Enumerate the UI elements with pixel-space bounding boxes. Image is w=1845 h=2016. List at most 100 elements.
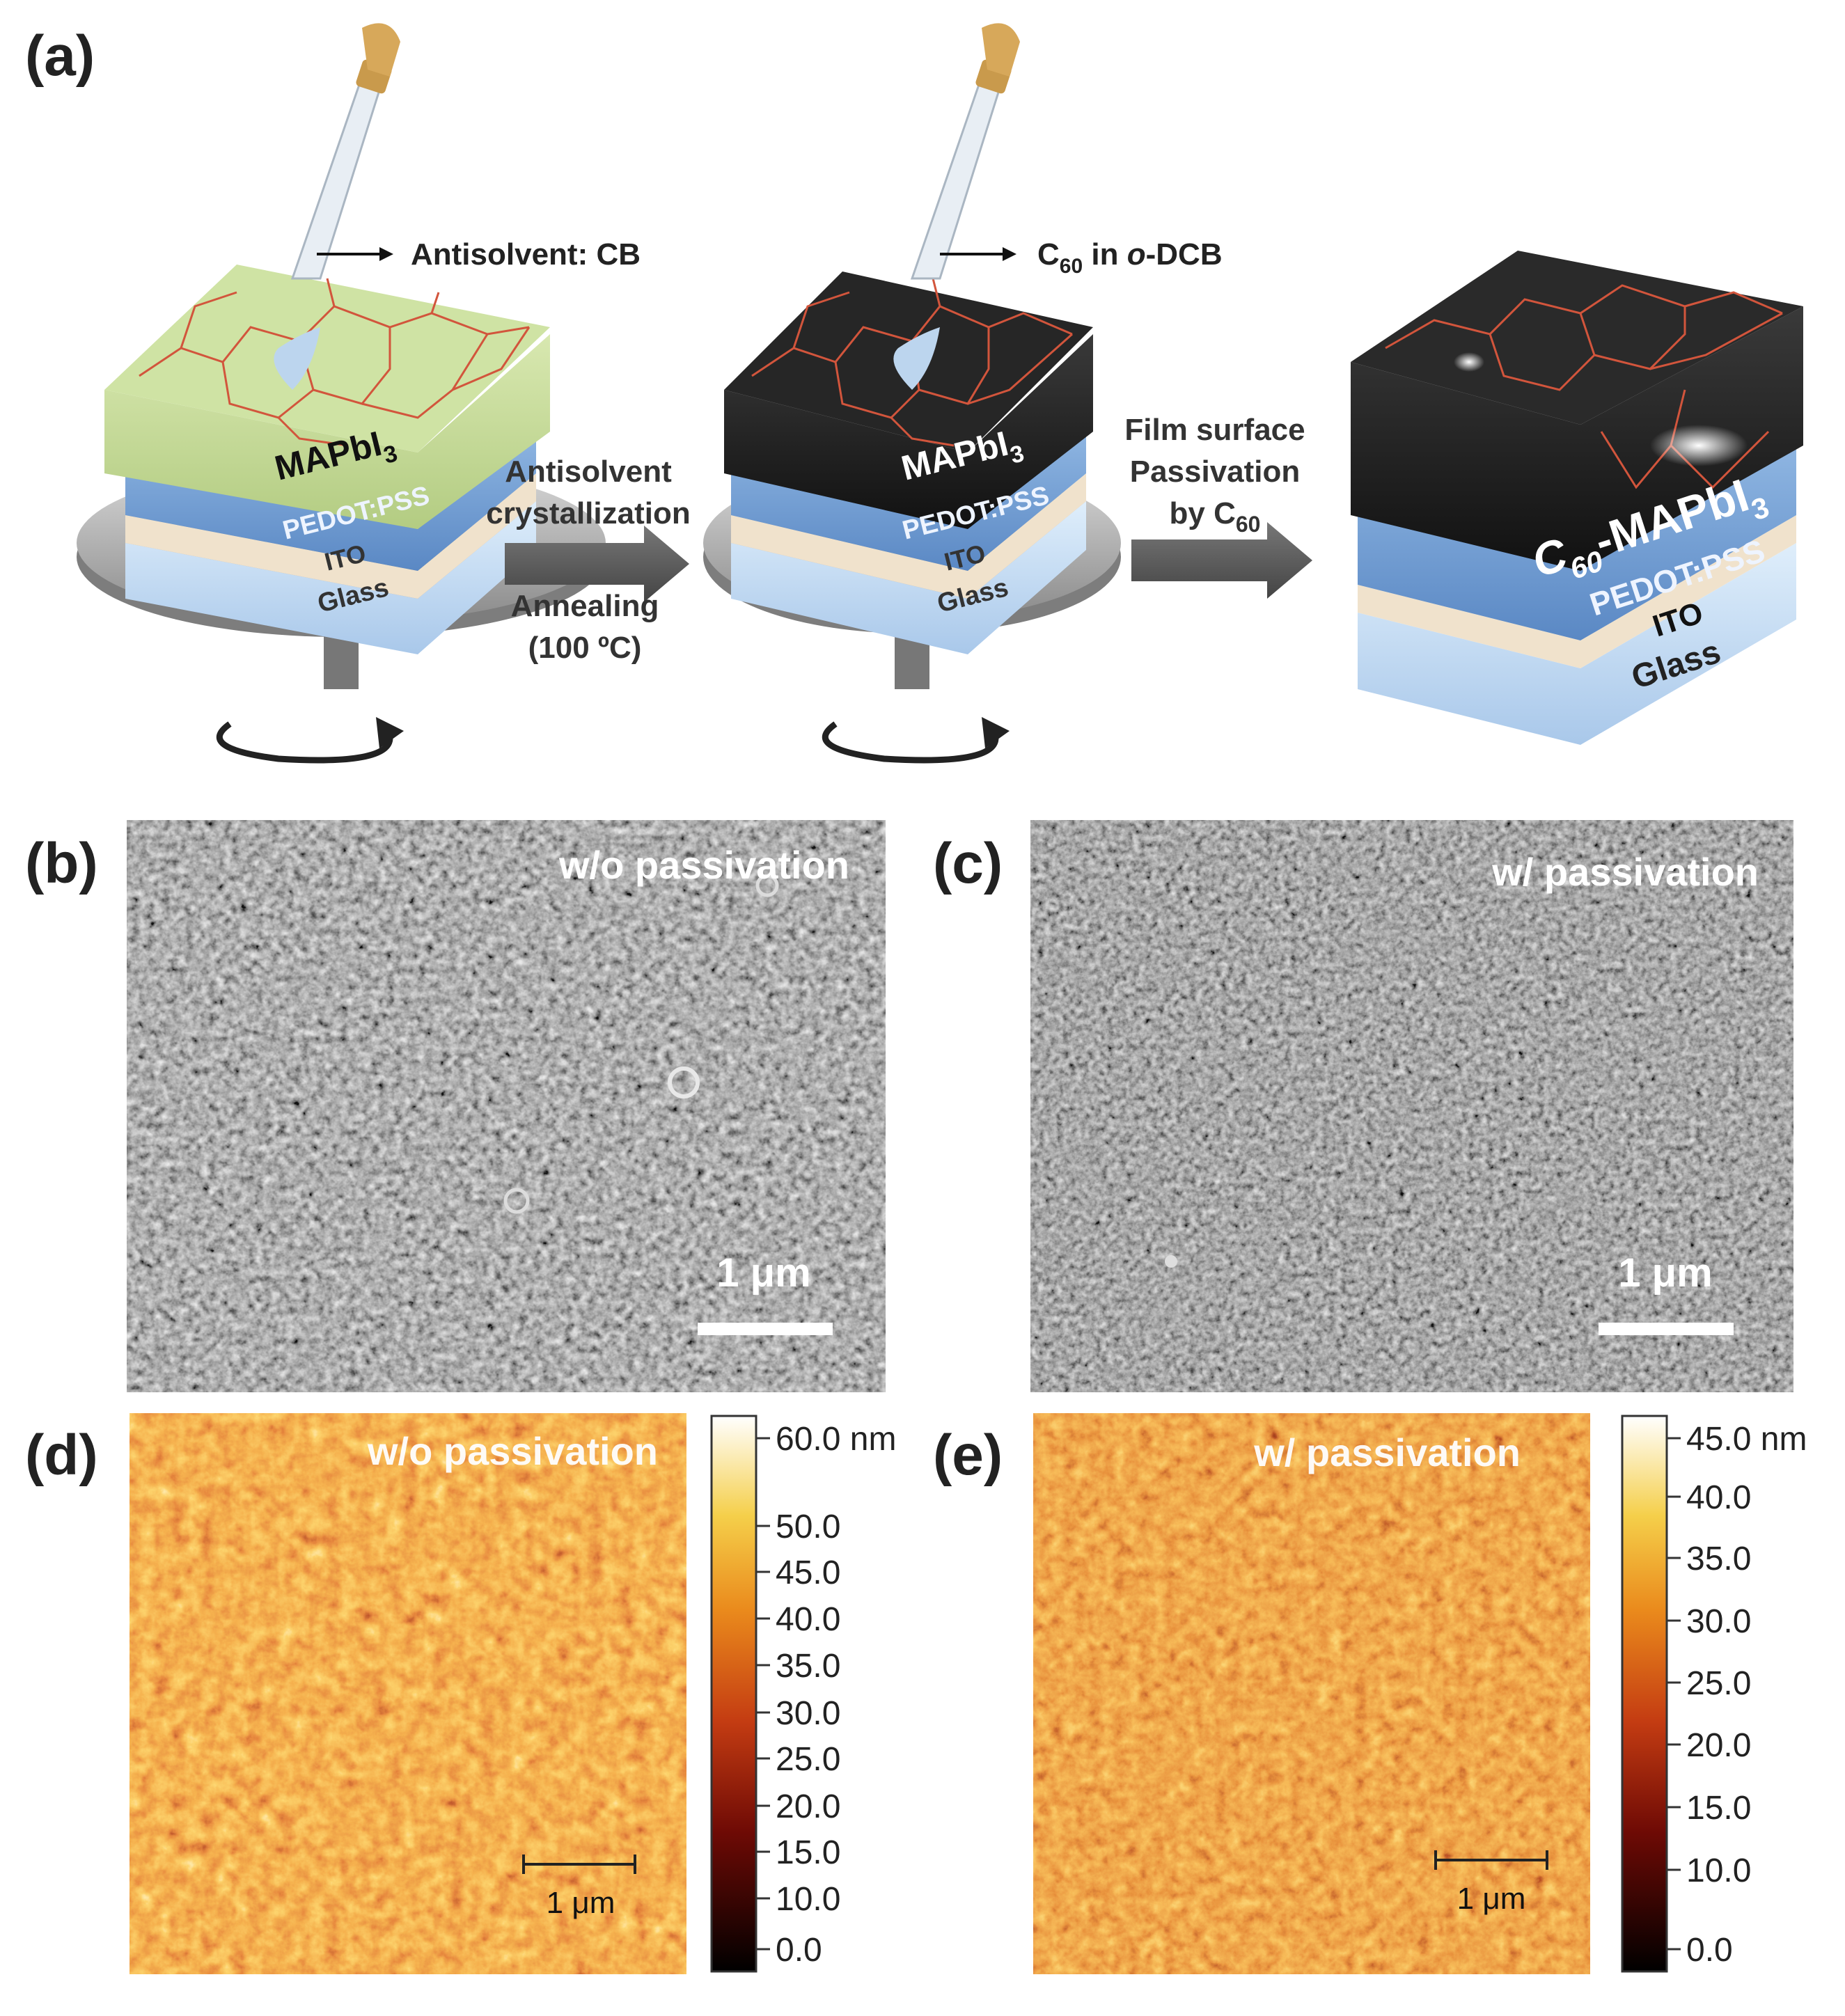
step-1: Antisolvent crystallization Annealing (1… (486, 455, 690, 665)
dropper-2-icon (910, 23, 1020, 280)
colorbar-d-tick-label: 45.0 (776, 1554, 840, 1591)
panel-b: (b) w/o passivation 1 μm (25, 820, 886, 1392)
panel-a-label: (a) (25, 24, 95, 88)
pedot-layer-2 (731, 432, 1086, 571)
colorbar-d-tick-label: 30.0 (776, 1695, 840, 1732)
panel-c-label: (c) (933, 832, 1003, 895)
droplet-2-icon (893, 327, 940, 390)
sem-particle-3 (755, 874, 779, 897)
process-arrow-1-icon (505, 526, 689, 602)
sem-particle-2 (503, 1188, 530, 1214)
panel-b-title: w/o passivation (558, 843, 849, 887)
panel-e-scale-label: 1 μm (1457, 1882, 1526, 1916)
colorbar-d-tick-label: 25.0 (776, 1741, 840, 1778)
sem-image-b (127, 820, 886, 1392)
colorbar-e-tick-label: 20.0 (1686, 1727, 1751, 1764)
highlight-1 (1454, 352, 1484, 372)
step-2-line-2: Passivation (1130, 455, 1301, 489)
arrow-right-icon (379, 247, 393, 261)
colorbar-e-tick-label: 30.0 (1686, 1603, 1751, 1640)
dropper-1-label: Antisolvent: CB (411, 237, 641, 271)
colorbar-e-tick-label: 25.0 (1686, 1665, 1751, 1702)
panel-e-label: (e) (933, 1424, 1003, 1487)
grain-boundaries (139, 278, 531, 447)
perovskite-side-3 (1351, 306, 1803, 571)
ito-layer-2 (731, 473, 1086, 599)
glass-layer-3 (1358, 543, 1796, 745)
panel-c: (c) w/ passivation 1 μm (933, 820, 1793, 1392)
pedot-layer (125, 432, 536, 571)
grain-boundaries-3 (1385, 284, 1783, 489)
colorbar-e (1621, 1415, 1668, 1973)
sem-particle-1 (668, 1066, 700, 1098)
arrow-right-2-icon (1003, 247, 1016, 261)
colorbar-e-tick-label: 45.0 nm (1686, 1421, 1807, 1458)
panel-e: (e) w/ passivation 1 μm 45.0 nm 40.0 35.0 3… (933, 1413, 1807, 1974)
afm-image-d (129, 1413, 686, 1974)
perovskite-top-face (104, 265, 550, 452)
step-1-line-1: Antisolvent (505, 455, 672, 489)
step-2-line-3-sub: 60 (1236, 512, 1261, 537)
colorbar-d-tick-label: 40.0 (776, 1601, 840, 1638)
svg-text:by C60: by C60 (1170, 496, 1261, 537)
dropper-2-label-sub: 60 (1060, 255, 1083, 278)
device-3: C60-MAPbI3 PEDOT:PSS ITO Glass (1351, 251, 1803, 745)
colorbar-d-tick-label: 60.0 nm (776, 1421, 896, 1458)
device-2: MAPbI3 PEDOT:PSS ITO Glass (703, 23, 1121, 764)
highlight-2 (1650, 425, 1748, 466)
step-1-line-4: (100 ºC) (528, 631, 642, 665)
process-arrow-2-icon (1131, 522, 1312, 599)
rotation-arrow-icon (216, 721, 393, 764)
rotation-arrow-2-icon (822, 721, 999, 764)
ito-layer-3 (1358, 515, 1796, 668)
rotation-arrow-2-head-icon (982, 717, 1010, 748)
step-2-line-1: Film surface (1124, 413, 1305, 447)
dropper-2-label-italic: o (1127, 237, 1146, 271)
panel-c-scale-bar (1599, 1323, 1734, 1335)
svg-text:C60 in o-DCB: C60 in o-DCB (1037, 237, 1223, 278)
step-1-line-2: crystallization (486, 496, 690, 530)
step-1-line-3: Annealing (511, 589, 659, 623)
dropper-2-annotation: C60 in o-DCB (940, 237, 1223, 278)
perovskite-side-2 (724, 334, 1093, 529)
dropper-1-icon (290, 23, 400, 280)
colorbar-e-tick-label: 15.0 (1686, 1790, 1751, 1827)
colorbar-d-tick-label: 50.0 (776, 1509, 840, 1545)
colorbar-d-tick-label: 10.0 (776, 1881, 840, 1918)
sem-particle-4 (1165, 1255, 1177, 1268)
dropper-2-label-end: -DCB (1146, 237, 1223, 271)
panel-d: (d) w/o passivation 1 μm 60.0 nm50.045.0… (25, 1413, 896, 1974)
panel-e-title: w/ passivation (1253, 1431, 1521, 1474)
colorbar-e-tick-label: 0.0 (1686, 1932, 1733, 1969)
colorbar-d-tick-label: 0.0 (776, 1932, 822, 1969)
colorbar-d-tick-label: 20.0 (776, 1788, 840, 1825)
glass-layer (125, 501, 536, 654)
rotation-arrow-head-icon (376, 717, 404, 748)
panel-c-scale-label: 1 μm (1618, 1250, 1712, 1296)
device-1: MAPbI3 PEDOT:PSS ITO Glass (77, 23, 606, 764)
panel-b-scale-label: 1 μm (716, 1250, 810, 1296)
panel-d-title: w/o passivation (367, 1429, 658, 1473)
perovskite-side (104, 334, 550, 529)
pedot-layer-3 (1358, 446, 1796, 640)
panel-b-label: (b) (25, 832, 98, 895)
panel-d-label: (d) (25, 1424, 98, 1487)
panel-b-scale-bar (698, 1323, 833, 1335)
step-2-line-3: by C (1170, 496, 1236, 530)
colorbar-e-tick-label: 35.0 (1686, 1541, 1751, 1577)
droplet-icon (274, 327, 320, 390)
colorbar-e-tick-label: 40.0 (1686, 1479, 1751, 1516)
sem-image-c (1030, 820, 1793, 1392)
colorbar-d-tick-label: 15.0 (776, 1834, 840, 1871)
dropper-1-annotation: Antisolvent: CB (317, 237, 641, 271)
panel-a: (a) (25, 23, 1803, 764)
colorbar-d (710, 1415, 757, 1973)
perovskite-top-face-3 (1351, 251, 1803, 425)
dropper-2-label-main: C (1037, 237, 1060, 271)
afm-image-e (1033, 1413, 1590, 1974)
colorbar-d-ticks: 60.0 nm50.045.040.035.030.025.020.015.01… (756, 1421, 896, 1969)
step-2: Film surface Passivation by C60 (1124, 413, 1312, 599)
glass-layer-2 (731, 501, 1086, 654)
